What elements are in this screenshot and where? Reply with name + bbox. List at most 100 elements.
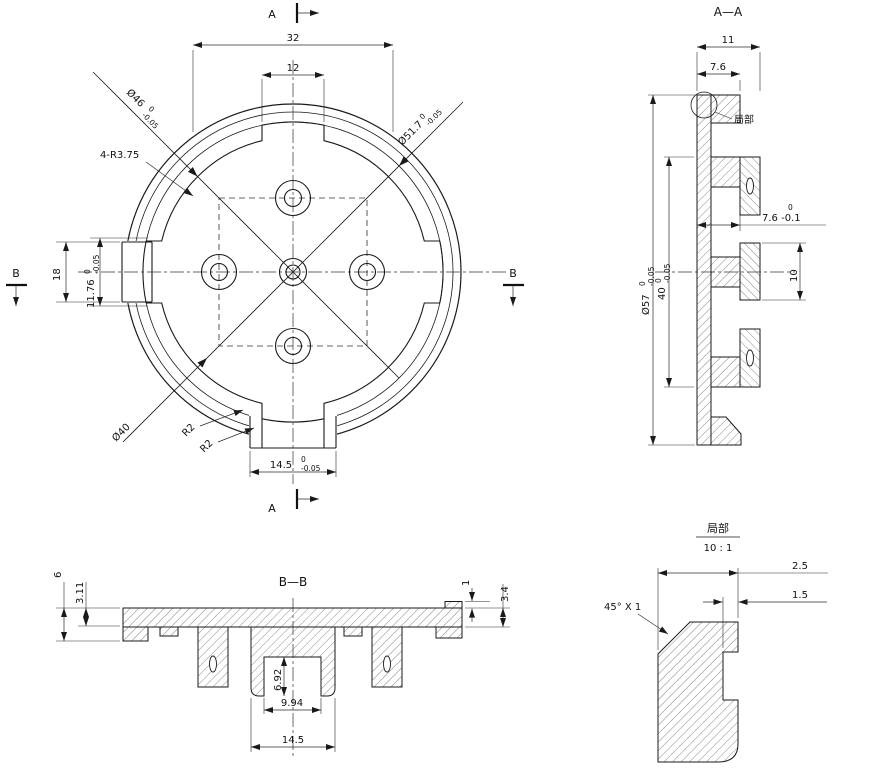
front-dim-dia46: Ø46 0 -0.05 bbox=[124, 87, 161, 131]
dim-32-label: 32 bbox=[287, 33, 300, 44]
aa-dim-40-tol-top: 0 bbox=[654, 278, 663, 283]
dia517-arrow bbox=[399, 156, 409, 166]
detail-dim-15: 1.5 bbox=[703, 590, 827, 648]
section-bb-title: B—B bbox=[279, 575, 307, 589]
dia46-arrow bbox=[187, 166, 198, 177]
detail-dim-25-label: 2.5 bbox=[792, 561, 808, 572]
bb-dim-311: 3.11 bbox=[75, 582, 120, 627]
bb-hole-left bbox=[209, 655, 217, 673]
section-marker-b-left: B bbox=[6, 267, 27, 306]
aa-detail-ref-label: 局部 bbox=[734, 113, 754, 126]
section-marker-a-top: A bbox=[268, 3, 319, 23]
detail-chamfer-note: 45° X 1 bbox=[604, 602, 669, 635]
bb-dim-692: 6.92 bbox=[273, 657, 287, 696]
dim-1176-tol-top: 0 bbox=[83, 269, 92, 274]
bb-dim-1-label: 1 bbox=[461, 580, 472, 586]
chamfer-label: 45° X 1 bbox=[604, 602, 641, 613]
r2b-label: R2 bbox=[198, 438, 215, 455]
detail-view: 局部 10 : 1 2.5 1.5 45° X 1 bbox=[604, 521, 828, 763]
bb-dim-6-label: 6 bbox=[53, 572, 64, 578]
dim-1176-value: 11.76 bbox=[86, 279, 97, 308]
section-bb-view: B—B 6 bbox=[53, 572, 511, 758]
aa-detail-callout: 局部 bbox=[690, 91, 754, 126]
front-dim-32: 32 bbox=[192, 33, 394, 132]
r2a-label: R2 bbox=[180, 422, 197, 439]
detail-dim-15-label: 1.5 bbox=[792, 590, 808, 601]
aa-dim-76tol: 7.6 -0.1 0 bbox=[697, 203, 826, 231]
aa-hole-bottom bbox=[746, 349, 754, 367]
aa-dim-40-tol-bottom: -0.05 bbox=[663, 263, 672, 283]
aa-dim-11-label: 11 bbox=[722, 35, 735, 46]
aa-dim-11: 11 bbox=[696, 35, 761, 91]
front-centerlines bbox=[78, 60, 508, 484]
front-dim-dia517: Ø51.7 0 -0.05 bbox=[396, 107, 445, 148]
bb-dim-6: 6 bbox=[53, 572, 120, 642]
front-dim-145: 14.5 0 -0.05 bbox=[249, 451, 337, 477]
dim-1176-tol-bottom: -0.05 bbox=[92, 254, 101, 274]
section-marker-b-right: B bbox=[503, 267, 524, 306]
detail-title-block: 局部 10 : 1 bbox=[696, 521, 740, 554]
dim-12-label: 12 bbox=[287, 63, 300, 74]
dia46-tol-top: 0 bbox=[147, 104, 157, 114]
bb-dim-145: 14.5 bbox=[250, 698, 336, 752]
aa-foot bbox=[710, 416, 742, 446]
bb-dim-994: 9.94 bbox=[263, 698, 322, 714]
section-a-label: A bbox=[268, 8, 276, 21]
aa-dim-10-label: 10 bbox=[789, 269, 800, 282]
aa-dim-40: 40 0 -0.05 bbox=[654, 156, 694, 388]
dia46-tol-bottom: -0.05 bbox=[140, 111, 160, 131]
aa-dim-10: 10 bbox=[762, 242, 806, 301]
dia517-tol-bottom: -0.05 bbox=[424, 107, 444, 127]
bb-dim-994-label: 9.94 bbox=[281, 698, 303, 709]
aa-dim-76: 7.6 bbox=[697, 62, 741, 91]
aa-dia57-tol-bottom: -0.05 bbox=[647, 266, 656, 286]
bb-dim-692-label: 6.92 bbox=[273, 669, 284, 691]
front-dim-1176: 11.76 0 -0.05 bbox=[83, 237, 148, 308]
bb-body bbox=[122, 601, 463, 697]
section-aa-view: A—A 局部 11 bbox=[638, 5, 826, 446]
dia40-arrow bbox=[197, 358, 207, 368]
section-a-label: A bbox=[268, 502, 276, 515]
detail-dim-25: 2.5 bbox=[657, 561, 828, 650]
dia517-tol-top: 0 bbox=[418, 111, 428, 121]
front-dim-r2b: R2 bbox=[198, 427, 255, 455]
aa-dim-dia57: Ø57 0 -0.05 bbox=[638, 94, 695, 446]
front-holes bbox=[200, 179, 386, 365]
r375-label: 4-R3.75 bbox=[100, 150, 139, 161]
front-dim-18: 18 bbox=[52, 241, 120, 303]
front-dim-dia40: Ø40 bbox=[110, 421, 133, 444]
aa-dim-76tol-value: 7.6 -0.1 bbox=[762, 213, 801, 224]
dim-145-tol-bottom: -0.05 bbox=[301, 464, 321, 473]
bb-dim-34-label: 3.4 bbox=[500, 586, 511, 602]
aa-body bbox=[696, 94, 742, 446]
aa-hole-top bbox=[746, 177, 754, 195]
section-marker-a-bottom: A bbox=[268, 489, 319, 515]
dia40-label: Ø40 bbox=[110, 421, 133, 444]
detail-shape bbox=[657, 621, 739, 763]
dim-145-value: 14.5 bbox=[270, 460, 292, 471]
bb-hole-right bbox=[383, 655, 391, 673]
dim-18-label: 18 bbox=[52, 268, 63, 281]
bb-dim-34: 3.4 bbox=[465, 584, 511, 628]
bolt-circle-square bbox=[218, 197, 368, 347]
section-aa-title: A—A bbox=[714, 5, 743, 19]
bb-dim-311-label: 3.11 bbox=[75, 582, 86, 604]
front-view: 32 12 A A B B bbox=[6, 3, 524, 515]
front-dim-r375: 4-R3.75 bbox=[100, 150, 194, 197]
detail-title: 局部 bbox=[707, 521, 729, 535]
front-lobed-plate bbox=[142, 121, 444, 423]
aa-dim-76tol-top: 0 bbox=[788, 203, 793, 212]
section-b-label: B bbox=[12, 267, 20, 280]
aa-dim-40-value: 40 bbox=[657, 287, 668, 300]
section-b-label: B bbox=[509, 267, 517, 280]
dim-145-tol-top: 0 bbox=[301, 455, 306, 464]
front-dim-12: 12 bbox=[261, 63, 325, 122]
aa-dim-76-label: 7.6 bbox=[710, 62, 726, 73]
detail-scale: 10 : 1 bbox=[704, 543, 733, 554]
aa-dia57-value: Ø57 bbox=[640, 294, 652, 315]
front-dim-r2a: R2 bbox=[180, 409, 244, 439]
aa-dia57-tol-top: 0 bbox=[638, 281, 647, 286]
bb-center-boss bbox=[250, 626, 336, 697]
